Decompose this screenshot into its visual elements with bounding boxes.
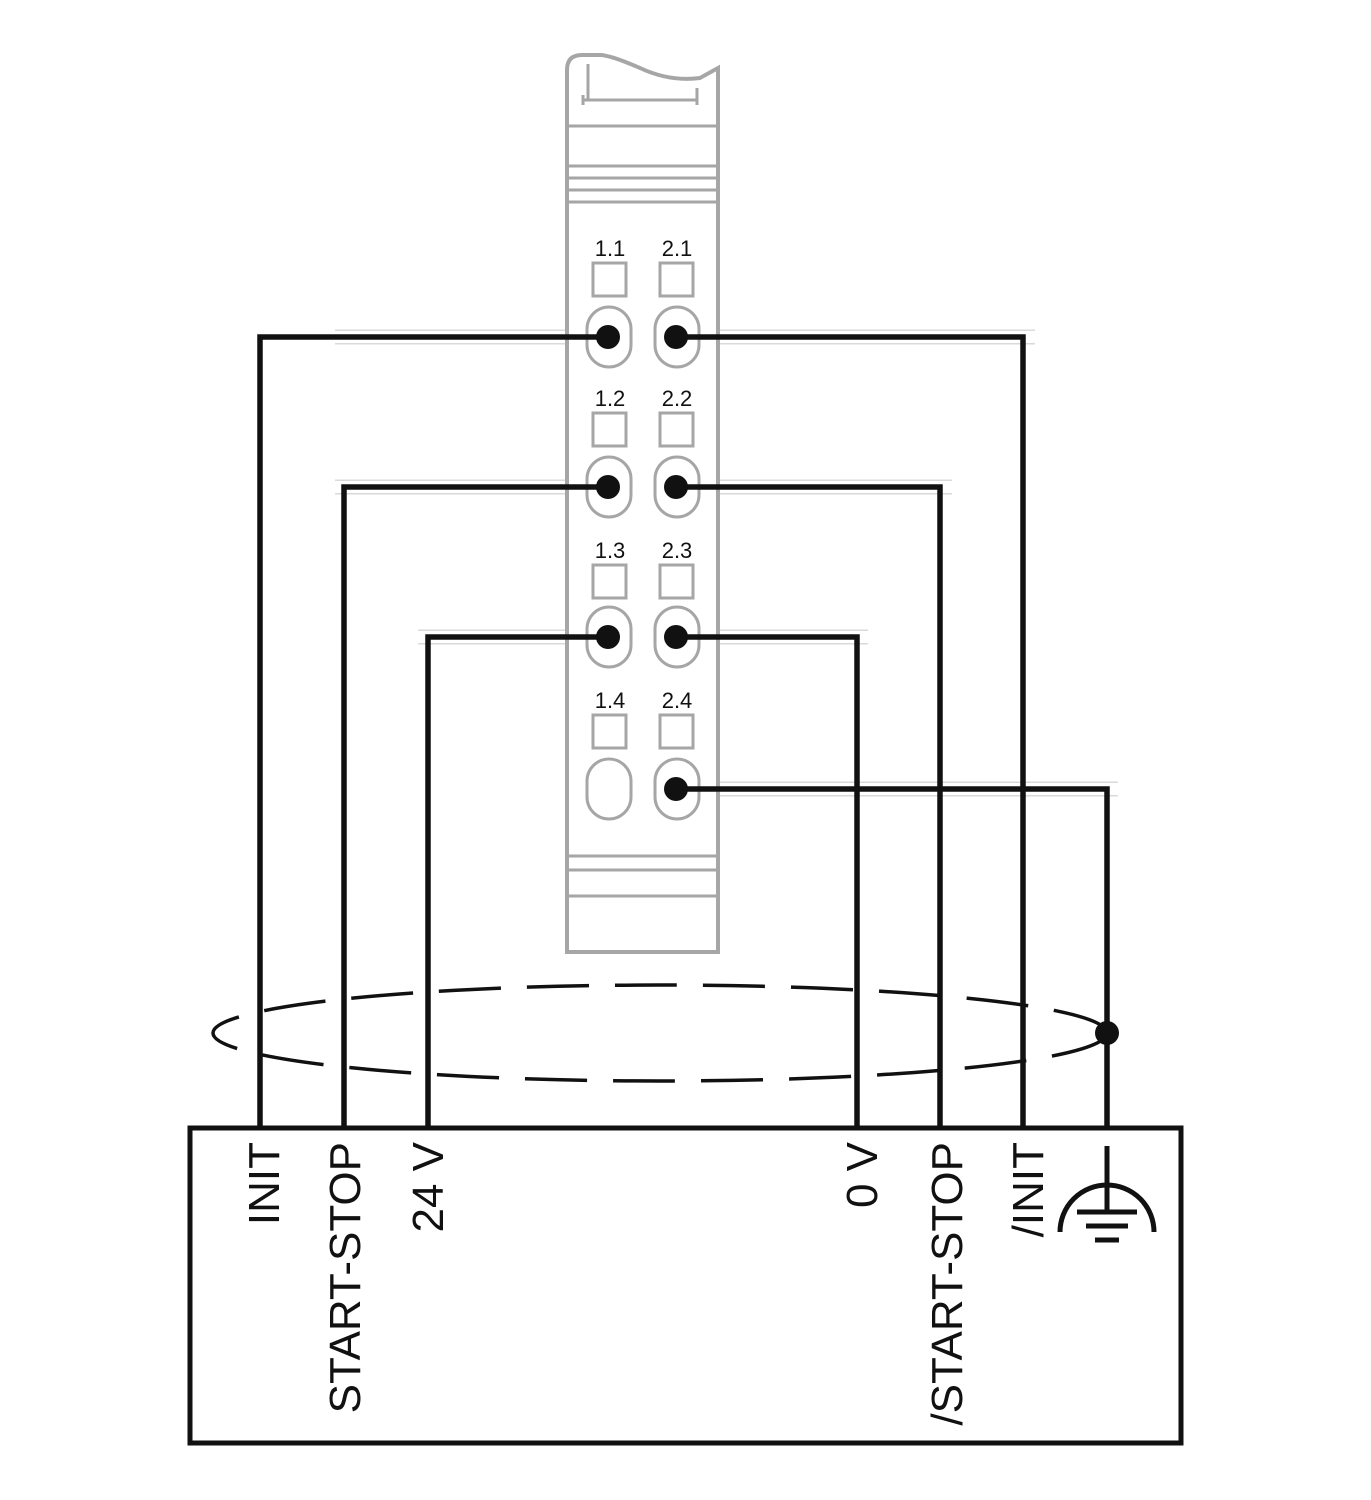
led-window-1-1 <box>591 261 628 298</box>
wire-0v <box>676 634 860 1128</box>
wire-shield-ground <box>676 786 1110 1128</box>
connection-dot-2-2 <box>664 475 688 499</box>
terminal-label-1-1: 1.1 <box>595 236 626 261</box>
signal-label-0v: 0 V <box>838 1141 887 1208</box>
terminal-label-1-2: 1.2 <box>595 386 626 411</box>
signal-label-init: INIT <box>240 1142 289 1225</box>
wire-init-inverted <box>676 334 1026 1128</box>
signal-label-24v: 24 V <box>404 1141 453 1232</box>
led-window-2-1 <box>658 261 695 298</box>
terminal-label-2-3: 2.3 <box>662 538 693 563</box>
connection-dots <box>596 325 1119 1045</box>
connection-dot-1-1 <box>596 325 620 349</box>
terminal-label-1-4: 1.4 <box>595 688 626 713</box>
module-terminals: 1.1 2.1 1.2 2.2 1.3 2.3 1.4 2.4 <box>585 236 701 821</box>
wire-start-stop-inverted <box>676 484 943 1128</box>
wire-start-stop <box>341 484 608 1128</box>
wire-halos <box>335 329 1118 797</box>
led-window-2-3 <box>658 563 695 600</box>
terminal-socket-1-4 <box>585 757 633 821</box>
terminal-label-1-3: 1.3 <box>595 538 626 563</box>
terminal-label-2-1: 2.1 <box>662 236 693 261</box>
signal-label-start-stop: START-STOP <box>321 1142 370 1413</box>
wire-init <box>257 334 608 1128</box>
led-window-1-3 <box>591 563 628 600</box>
wire-24v <box>425 634 608 1128</box>
connection-dot-1-3 <box>596 625 620 649</box>
led-window-1-4 <box>591 713 628 750</box>
connection-dot-2-3 <box>664 625 688 649</box>
signal-label-init-inverted: /INIT <box>1004 1142 1053 1237</box>
device-signal-labels: INIT START-STOP 24 V 0 V /START-STOP /IN… <box>240 1141 1053 1425</box>
connection-dot-2-4 <box>664 777 688 801</box>
terminal-label-2-4: 2.4 <box>662 688 693 713</box>
connection-dot-2-1 <box>664 325 688 349</box>
wires <box>257 334 1110 1128</box>
led-window-2-2 <box>658 411 695 448</box>
io-module <box>565 53 720 954</box>
signal-label-start-stop-inverted: /START-STOP <box>923 1142 972 1426</box>
cable-shield <box>211 983 1109 1083</box>
connection-dot-1-2 <box>596 475 620 499</box>
chassis-ground-icon <box>1057 1146 1157 1243</box>
device-box <box>187 1125 1184 1446</box>
led-window-2-4 <box>658 713 695 750</box>
terminal-label-2-2: 2.2 <box>662 386 693 411</box>
shield-junction-dot <box>1095 1021 1119 1045</box>
led-window-1-2 <box>591 411 628 448</box>
